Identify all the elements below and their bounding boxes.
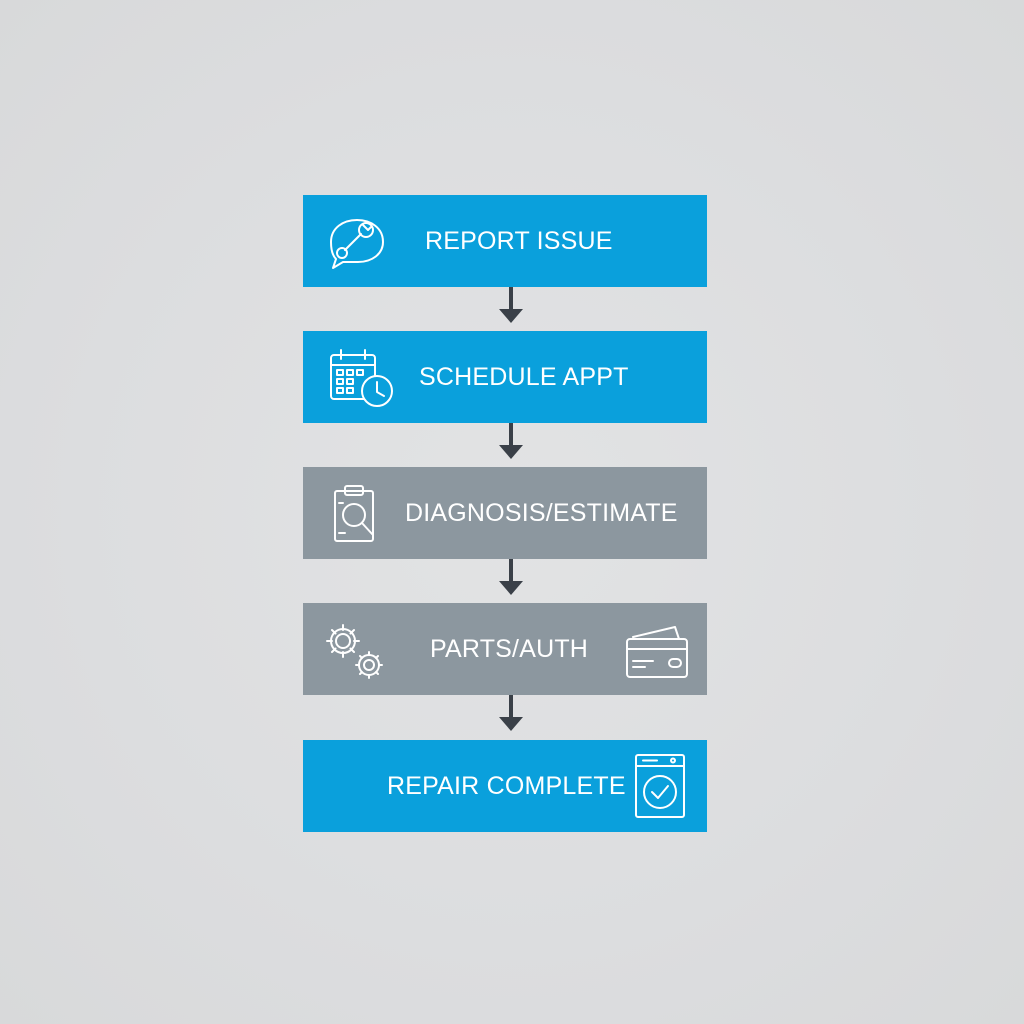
step-label: DIAGNOSIS/ESTIMATE (405, 499, 678, 527)
clipboard-search-icon (331, 483, 391, 547)
step-parts-auth: PARTS/AUTH (303, 603, 707, 695)
step-label: SCHEDULE APPT (419, 363, 629, 391)
step-schedule-appt: SCHEDULE APPT (303, 331, 707, 423)
credit-card-icon (623, 621, 691, 681)
wrench-chat-icon (323, 212, 393, 272)
step-report-issue: REPORT ISSUE (303, 195, 707, 287)
step-label: PARTS/AUTH (430, 635, 589, 663)
arrow-down (498, 695, 524, 733)
arrow-down (498, 423, 524, 461)
step-repair-complete: REPAIR COMPLETE (303, 740, 707, 832)
washer-check-icon (633, 752, 689, 820)
arrow-down (498, 559, 524, 597)
step-diagnosis-estimate: DIAGNOSIS/ESTIMATE (303, 467, 707, 559)
arrow-down (498, 287, 524, 325)
step-label: REPAIR COMPLETE (387, 772, 626, 800)
calendar-clock-icon (327, 347, 397, 409)
gears-icon (319, 617, 389, 683)
step-label: REPORT ISSUE (425, 227, 613, 255)
